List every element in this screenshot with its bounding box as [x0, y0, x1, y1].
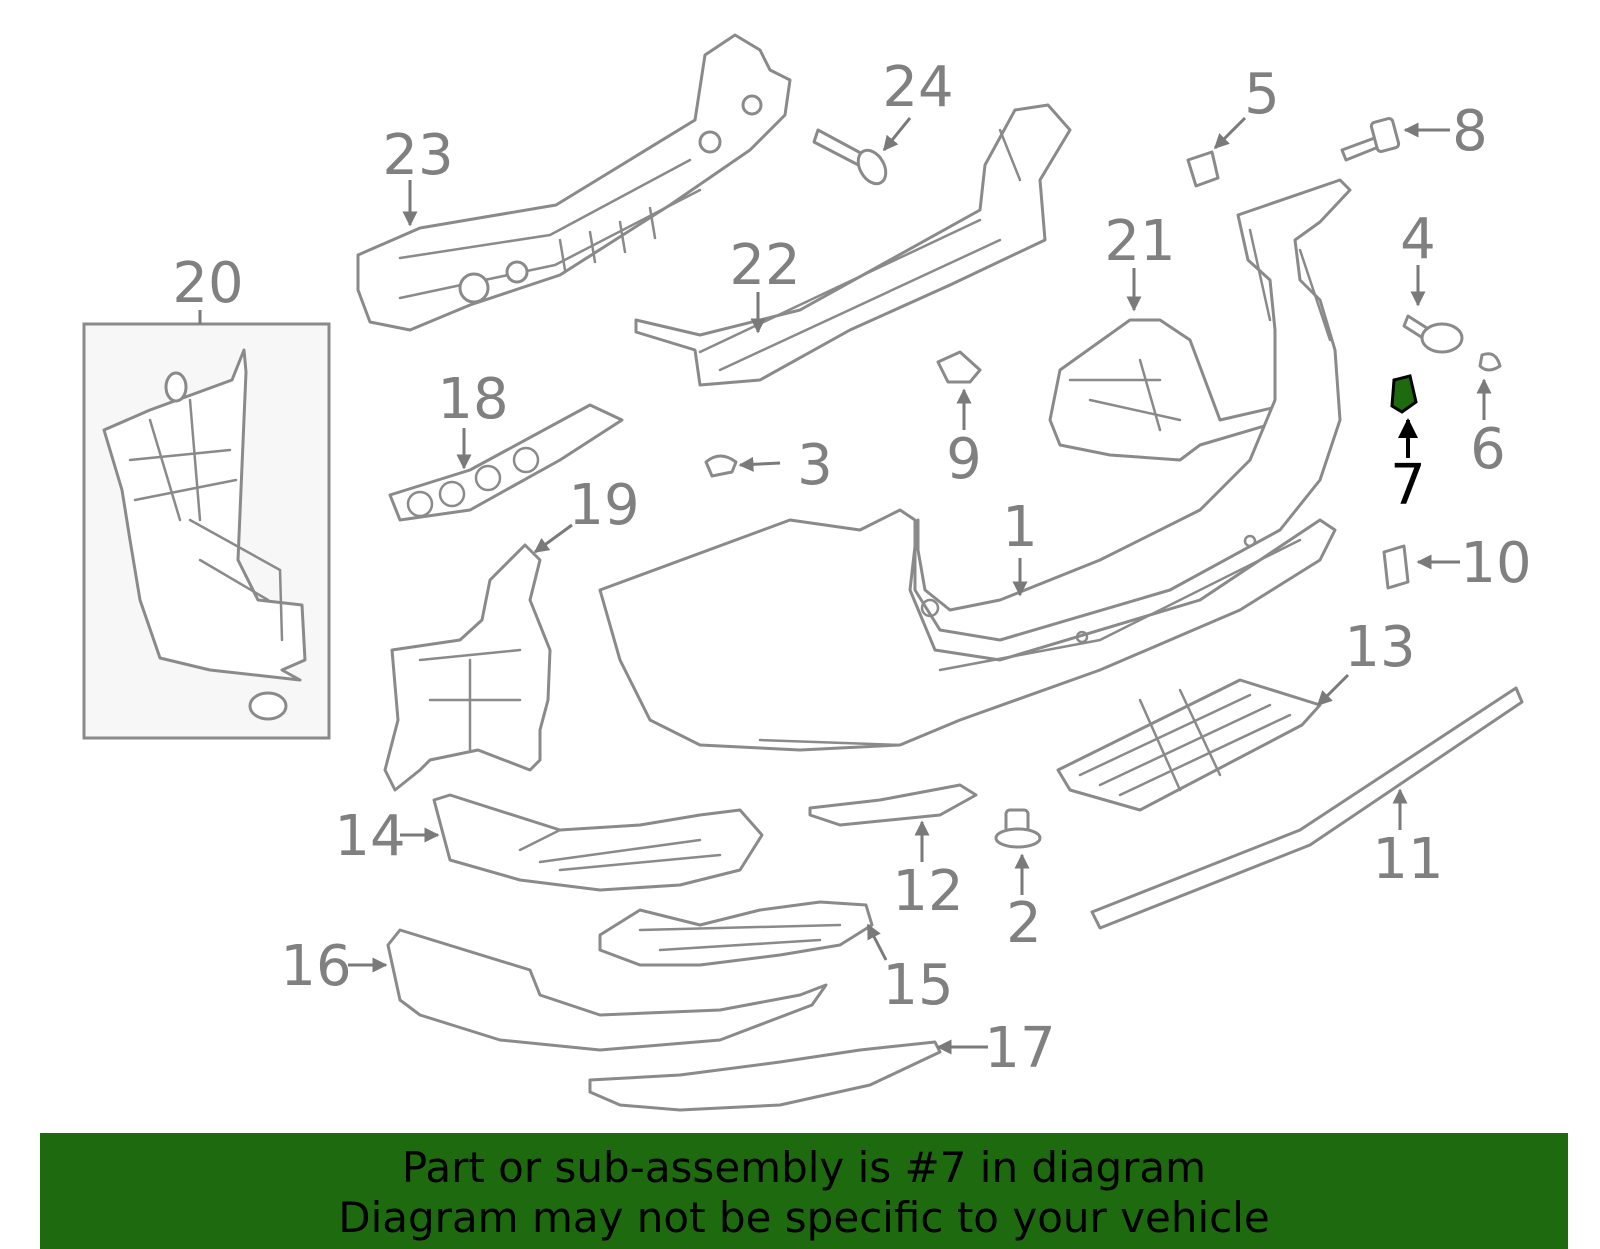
callout-15: 15	[882, 953, 953, 1018]
part-5-clip	[1186, 150, 1220, 188]
part-19-bracket	[383, 543, 552, 792]
callout-5: 5	[1244, 62, 1280, 127]
callout-13: 13	[1344, 615, 1415, 680]
callout-18: 18	[437, 367, 508, 432]
part-20-inset	[82, 322, 331, 740]
part-22-bracket	[634, 103, 1072, 387]
part-21-bracket	[1048, 318, 1287, 462]
part-10-cover	[1382, 544, 1410, 590]
callout-16: 16	[280, 934, 351, 999]
callout-21: 21	[1104, 209, 1175, 274]
callout-2: 2	[1006, 891, 1042, 956]
callout-8: 8	[1452, 99, 1488, 164]
part-3-clip	[704, 454, 738, 478]
callout-19: 19	[568, 473, 639, 538]
part-11-molding	[1090, 686, 1524, 930]
part-16-lower-cover	[386, 928, 828, 1052]
part-13-grille	[1056, 678, 1322, 812]
part-7-highlighted	[1390, 374, 1418, 414]
callout-17: 17	[984, 1016, 1055, 1081]
callout-10: 10	[1460, 531, 1531, 596]
part-18-absorber	[388, 403, 624, 522]
part-14-housing	[432, 793, 764, 892]
callout-3: 3	[797, 433, 833, 498]
part-17-trim	[588, 1040, 942, 1112]
callout-11: 11	[1372, 827, 1443, 892]
part-4-bolt	[1402, 314, 1464, 354]
info-banner: Part or sub-assembly is #7 in diagram Di…	[40, 1133, 1568, 1249]
callout-24: 24	[882, 55, 953, 120]
callout-23: 23	[382, 123, 453, 188]
callout-20: 20	[172, 251, 243, 316]
callout-labels: 1 2 3 4 5 6 7 8 9 10 11 12 13 14 15 16 1…	[172, 55, 1531, 1081]
callout-14: 14	[334, 804, 405, 869]
callout-4: 4	[1400, 207, 1436, 272]
part-8-bolt	[1340, 117, 1401, 162]
part-15-housing	[598, 900, 874, 967]
callout-1: 1	[1002, 495, 1038, 560]
callout-12: 12	[892, 859, 963, 924]
part-24-tow-eye	[812, 128, 888, 186]
callout-7: 7	[1390, 453, 1426, 518]
part-9-retainer	[936, 350, 982, 384]
banner-line-1: Part or sub-assembly is #7 in diagram	[401, 1143, 1207, 1192]
part-1-bumper-cover	[598, 178, 1352, 752]
callout-6: 6	[1470, 417, 1506, 482]
leader-lines	[198, 116, 1492, 1055]
part-23-beam	[356, 33, 792, 332]
callout-22: 22	[729, 233, 800, 298]
callout-9: 9	[946, 427, 982, 492]
part-2-clip	[994, 808, 1042, 849]
part-6-clip	[1478, 352, 1502, 372]
part-12-strip	[808, 783, 978, 827]
banner-line-2: Diagram may not be specific to your vehi…	[338, 1193, 1270, 1242]
